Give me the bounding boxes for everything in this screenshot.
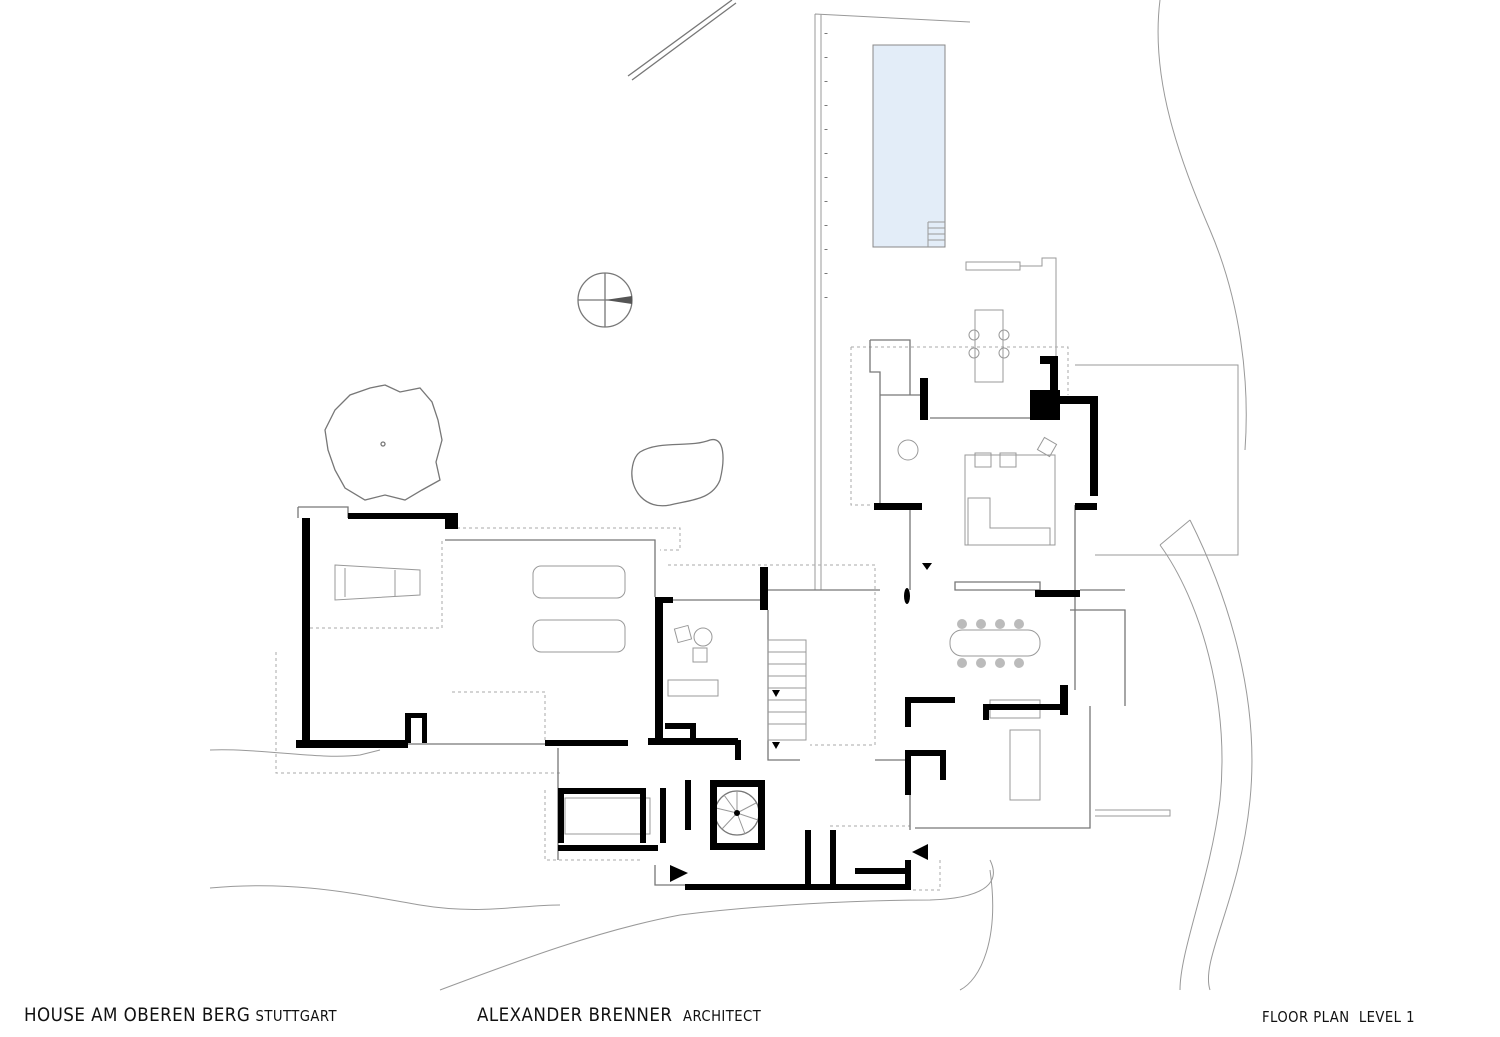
path-line (627, 0, 737, 81)
spiral-stair (714, 790, 760, 836)
project-city: STUTTGART (255, 1007, 338, 1025)
tree-symbol (324, 384, 443, 501)
pool-steps (927, 221, 945, 247)
main-stair (767, 639, 807, 741)
project-name: HOUSE AM OBEREN BERG (24, 1004, 251, 1026)
architect-name: ALEXANDER BRENNER (477, 1004, 673, 1026)
entrance-arrow-icon (670, 844, 928, 882)
furniture (334, 309, 1058, 835)
boulder (631, 439, 724, 507)
overhang-outlines (275, 346, 1069, 891)
sheet-title: FLOOR PLAN LEVEL 1 (1262, 1008, 1415, 1026)
pool-terrace (814, 13, 1057, 590)
terrain-contours (209, 0, 1253, 991)
north-arrow-symbol (577, 272, 633, 328)
architect-credit: ALEXANDER BRENNER ARCHITECT (477, 1004, 761, 1026)
column (904, 588, 910, 604)
architect-role: ARCHITECT (682, 1007, 762, 1025)
swimming-pool (872, 44, 946, 248)
